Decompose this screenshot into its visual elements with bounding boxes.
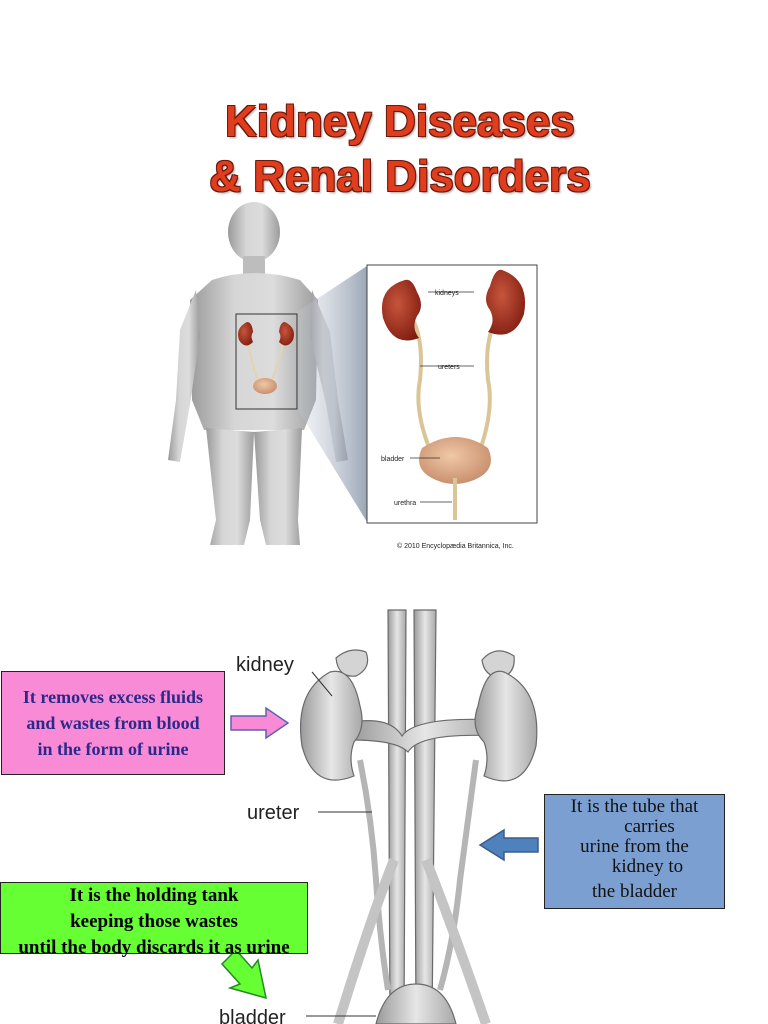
zoom-box	[235, 313, 298, 410]
kidney-anatomy-drawing	[299, 609, 538, 1024]
callout-ureter-line-4: kidney to	[611, 856, 684, 877]
callout-ureter-line-1: It is the tube that	[570, 796, 699, 817]
callout-bladder-line-2: keeping those wastes	[70, 911, 238, 932]
callout-ureter-line-5: the bladder	[592, 881, 677, 902]
callout-kidney-line-2: and wastes from blood	[26, 713, 200, 733]
label-ureters: ureters	[438, 364, 460, 371]
callout-ureter-function: It is the tube that carries urine from t…	[544, 794, 725, 909]
label-bladder-top: bladder	[381, 456, 405, 463]
blue-arrow-icon	[478, 828, 539, 862]
label-kidneys: kidneys	[435, 290, 459, 297]
callout-ureter-line-2: carries	[624, 816, 675, 837]
page-title-line-2: & Renal Disorders	[209, 152, 591, 201]
label-urethra: urethra	[394, 500, 416, 507]
small-urinary-system	[238, 322, 294, 394]
label-kidney: kidney	[236, 654, 294, 676]
callout-bladder-line-3: until the body discards it as urine	[18, 937, 290, 958]
callout-kidney-function: It removes excess fluids and wastes from…	[1, 671, 225, 775]
pink-arrow-icon	[230, 706, 290, 740]
copyright-notice: © 2010 Encyclopædia Britannica, Inc.	[397, 542, 514, 550]
detail-urinary-system	[381, 269, 526, 520]
label-bladder: bladder	[219, 1007, 286, 1024]
callout-bladder-line-1: It is the holding tank	[69, 885, 239, 906]
callout-kidney-line-1: It removes excess fluids	[22, 687, 204, 707]
zoom-beam	[297, 266, 367, 522]
label-ureter: ureter	[247, 802, 300, 824]
callout-kidney-line-3: in the form of urine	[37, 739, 189, 759]
callout-ureter-line-3: urine from the	[580, 836, 689, 857]
page-title-line-1: Kidney Diseases	[225, 97, 575, 146]
callout-bladder-function: It is the holding tank keeping those was…	[0, 882, 308, 958]
